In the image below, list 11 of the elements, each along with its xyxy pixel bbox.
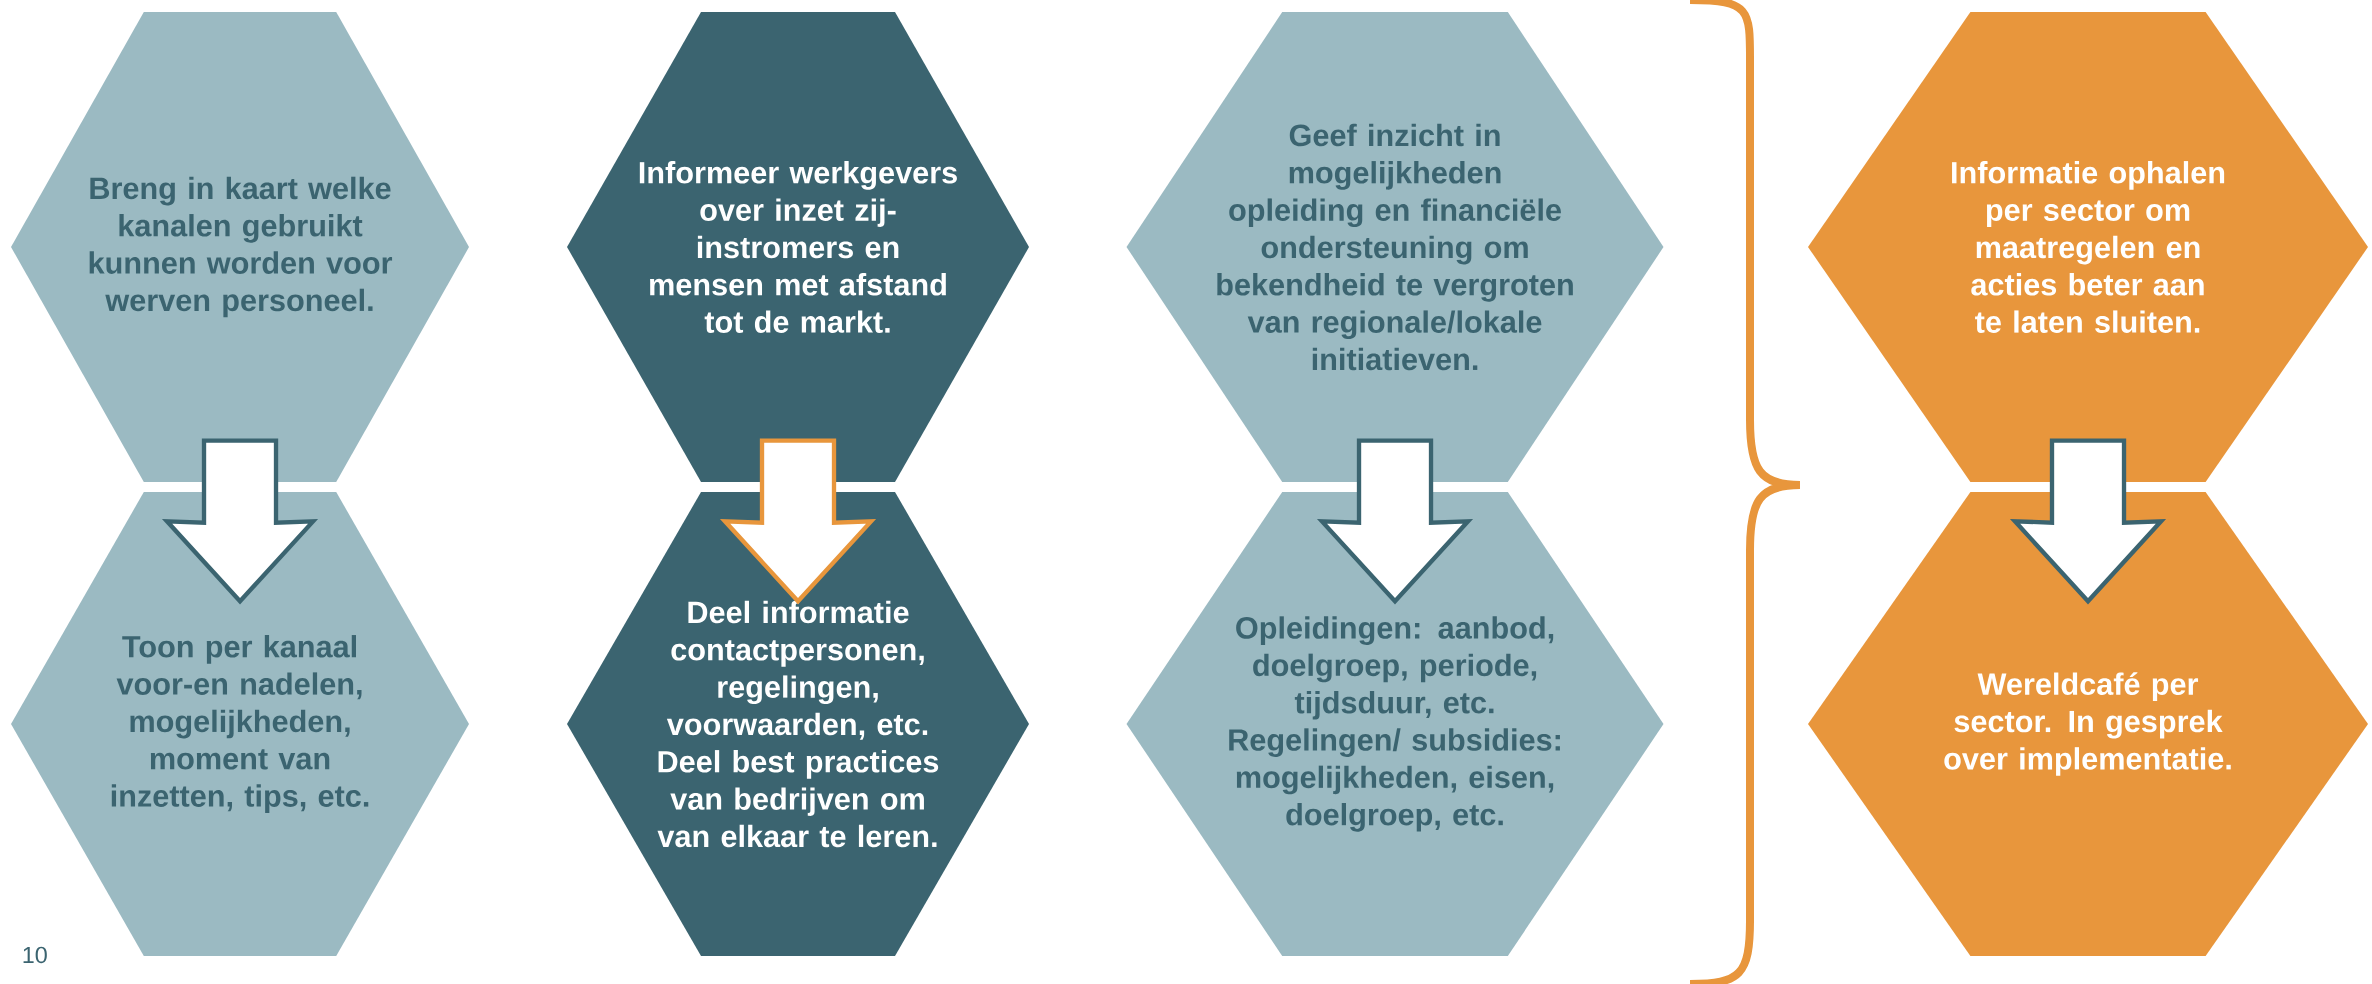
block-arrow	[1316, 438, 1474, 605]
hexagon: Deel informatie contactpersonen, regelingen, voorwaarden, etc. Deel best practices van bedrijven om van elkaar te leren.	[567, 492, 1029, 956]
hexagon: Wereldcafé per sector. In gesprek over implementatie.	[1808, 492, 2368, 956]
block-arrow	[719, 438, 877, 605]
hexagon: Breng in kaart welke kanalen gebruikt kunnen worden voor werven personeel.	[11, 12, 469, 482]
block-arrow	[161, 438, 319, 605]
hexagon: Informeer werkgevers over inzet zij-instromers en mensen met afstand tot de markt.	[567, 12, 1029, 482]
hexagon: Geef inzicht in mogelijkheden opleiding en financiële ondersteuning om bekendheid te vergroten van regionale/lokale initiatieven.	[1126, 12, 1664, 482]
hexagon: Informatie ophalen per sector om maatregelen en acties beter aan te laten sluiten.	[1808, 12, 2368, 482]
hexagon: Opleidingen: aanbod, doelgroep, periode, tijdsduur, etc. Regelingen/ subsidies: mogelijkheden, eisen, doelgroep, etc.	[1126, 492, 1664, 956]
block-arrow	[2009, 438, 2167, 605]
